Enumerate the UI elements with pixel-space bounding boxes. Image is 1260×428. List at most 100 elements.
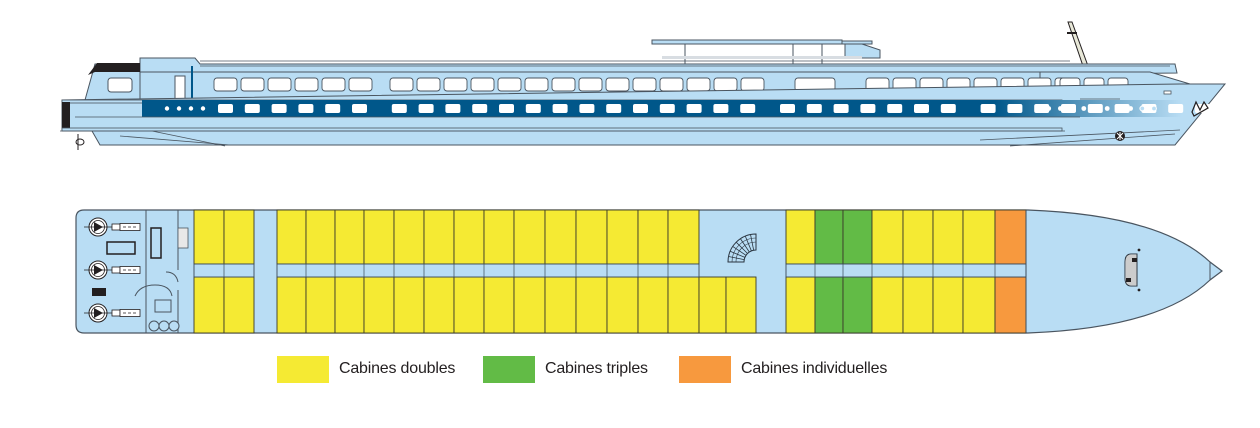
cabin-double xyxy=(483,276,515,334)
porthole xyxy=(1081,106,1087,111)
cabin-double xyxy=(363,276,395,334)
hatch xyxy=(92,288,106,296)
cabin-double xyxy=(575,209,608,265)
hull-window xyxy=(579,104,595,113)
hull-window xyxy=(552,104,568,113)
porthole xyxy=(1058,106,1063,111)
engine-icon xyxy=(84,303,141,323)
engine-icon xyxy=(84,260,141,280)
porthole xyxy=(1128,106,1133,111)
porthole xyxy=(1104,106,1110,111)
legend: Cabines doubles Cabines triples Cabines … xyxy=(0,355,1260,385)
tanks-round xyxy=(148,320,180,332)
cabin-double xyxy=(334,209,365,265)
upper-window xyxy=(443,77,468,92)
porthole xyxy=(188,106,194,111)
hull-window xyxy=(633,104,648,113)
cabin-double xyxy=(513,209,546,265)
cabin-double xyxy=(544,276,577,334)
upper-window xyxy=(524,77,549,92)
hull-window xyxy=(352,104,367,113)
legend-label-single: Cabines individuelles xyxy=(741,360,888,377)
sun-deck-canopy xyxy=(651,39,881,66)
cabin-single xyxy=(994,276,1027,334)
cabin-double xyxy=(305,209,336,265)
upper-window xyxy=(497,77,522,92)
cabin-double xyxy=(698,276,727,334)
hull-window xyxy=(806,104,822,113)
hull-window xyxy=(686,104,702,113)
porthole xyxy=(176,106,182,111)
upper-window xyxy=(416,77,441,92)
corridor xyxy=(276,263,700,278)
hull-window xyxy=(713,104,729,113)
engines xyxy=(84,217,141,323)
upper-window xyxy=(348,77,373,92)
hull-window xyxy=(833,104,849,113)
tank xyxy=(106,241,136,255)
porthole xyxy=(1093,106,1098,111)
cabin-double xyxy=(453,209,485,265)
cabin-double xyxy=(725,276,757,334)
cabin-triple xyxy=(814,209,844,265)
cabin-double xyxy=(334,276,365,334)
cabin-double xyxy=(637,276,669,334)
fixture xyxy=(154,299,172,313)
cabin-double xyxy=(667,209,700,265)
hull-window xyxy=(887,104,903,113)
hull-window xyxy=(1034,104,1050,113)
upper-window xyxy=(267,77,292,92)
porthole xyxy=(200,106,206,111)
hull-window xyxy=(740,104,756,113)
stairs-aft-icon xyxy=(177,227,189,249)
cabin-single xyxy=(994,209,1027,265)
cabin-double xyxy=(305,276,336,334)
legend-swatch-single xyxy=(679,355,731,383)
cabin-double xyxy=(606,276,639,334)
cabin-double xyxy=(276,276,307,334)
hull-window xyxy=(445,104,461,113)
corridor xyxy=(785,263,1027,278)
cabin-double xyxy=(575,276,608,334)
cabin-double xyxy=(637,209,669,265)
porthole xyxy=(1034,106,1040,111)
cabin-triple xyxy=(842,276,873,334)
cabin-double xyxy=(962,209,996,265)
upper-window xyxy=(578,77,603,92)
cabin-double xyxy=(363,209,395,265)
porthole xyxy=(1046,106,1052,111)
hull-window xyxy=(606,104,622,113)
cabin-double xyxy=(932,209,964,265)
hull-window xyxy=(418,104,434,113)
cabin-double xyxy=(902,276,934,334)
bow-staircase-icon xyxy=(1124,248,1141,292)
cabin-double xyxy=(453,276,485,334)
cabin-double xyxy=(483,209,515,265)
cabin-double xyxy=(932,276,964,334)
cabin-double xyxy=(393,209,425,265)
hull-window xyxy=(298,104,314,113)
porthole xyxy=(1139,105,1146,112)
cabin-double xyxy=(871,209,904,265)
bow-vent-icon xyxy=(1163,90,1172,95)
hull-window xyxy=(271,104,287,113)
legend-item-single: Cabines individuelles xyxy=(679,355,887,383)
upper-window xyxy=(389,77,414,92)
upper-window xyxy=(294,77,319,92)
hull-band-windows xyxy=(164,104,1210,113)
hull-window xyxy=(499,104,514,113)
hull-window xyxy=(780,104,795,113)
cabin-double xyxy=(193,209,225,265)
deck-plan xyxy=(75,209,1223,334)
hull-window xyxy=(325,104,341,113)
hull-window xyxy=(472,104,488,113)
tall-locker xyxy=(150,227,162,259)
legend-label-triple: Cabines triples xyxy=(545,360,648,377)
porthole xyxy=(1116,106,1122,111)
cabin-double xyxy=(667,276,700,334)
cabin-double xyxy=(785,209,816,265)
cabin-double xyxy=(423,209,455,265)
bow-logo-icon xyxy=(1191,100,1209,117)
hull-window xyxy=(1168,104,1184,113)
cabin-double xyxy=(423,276,455,334)
